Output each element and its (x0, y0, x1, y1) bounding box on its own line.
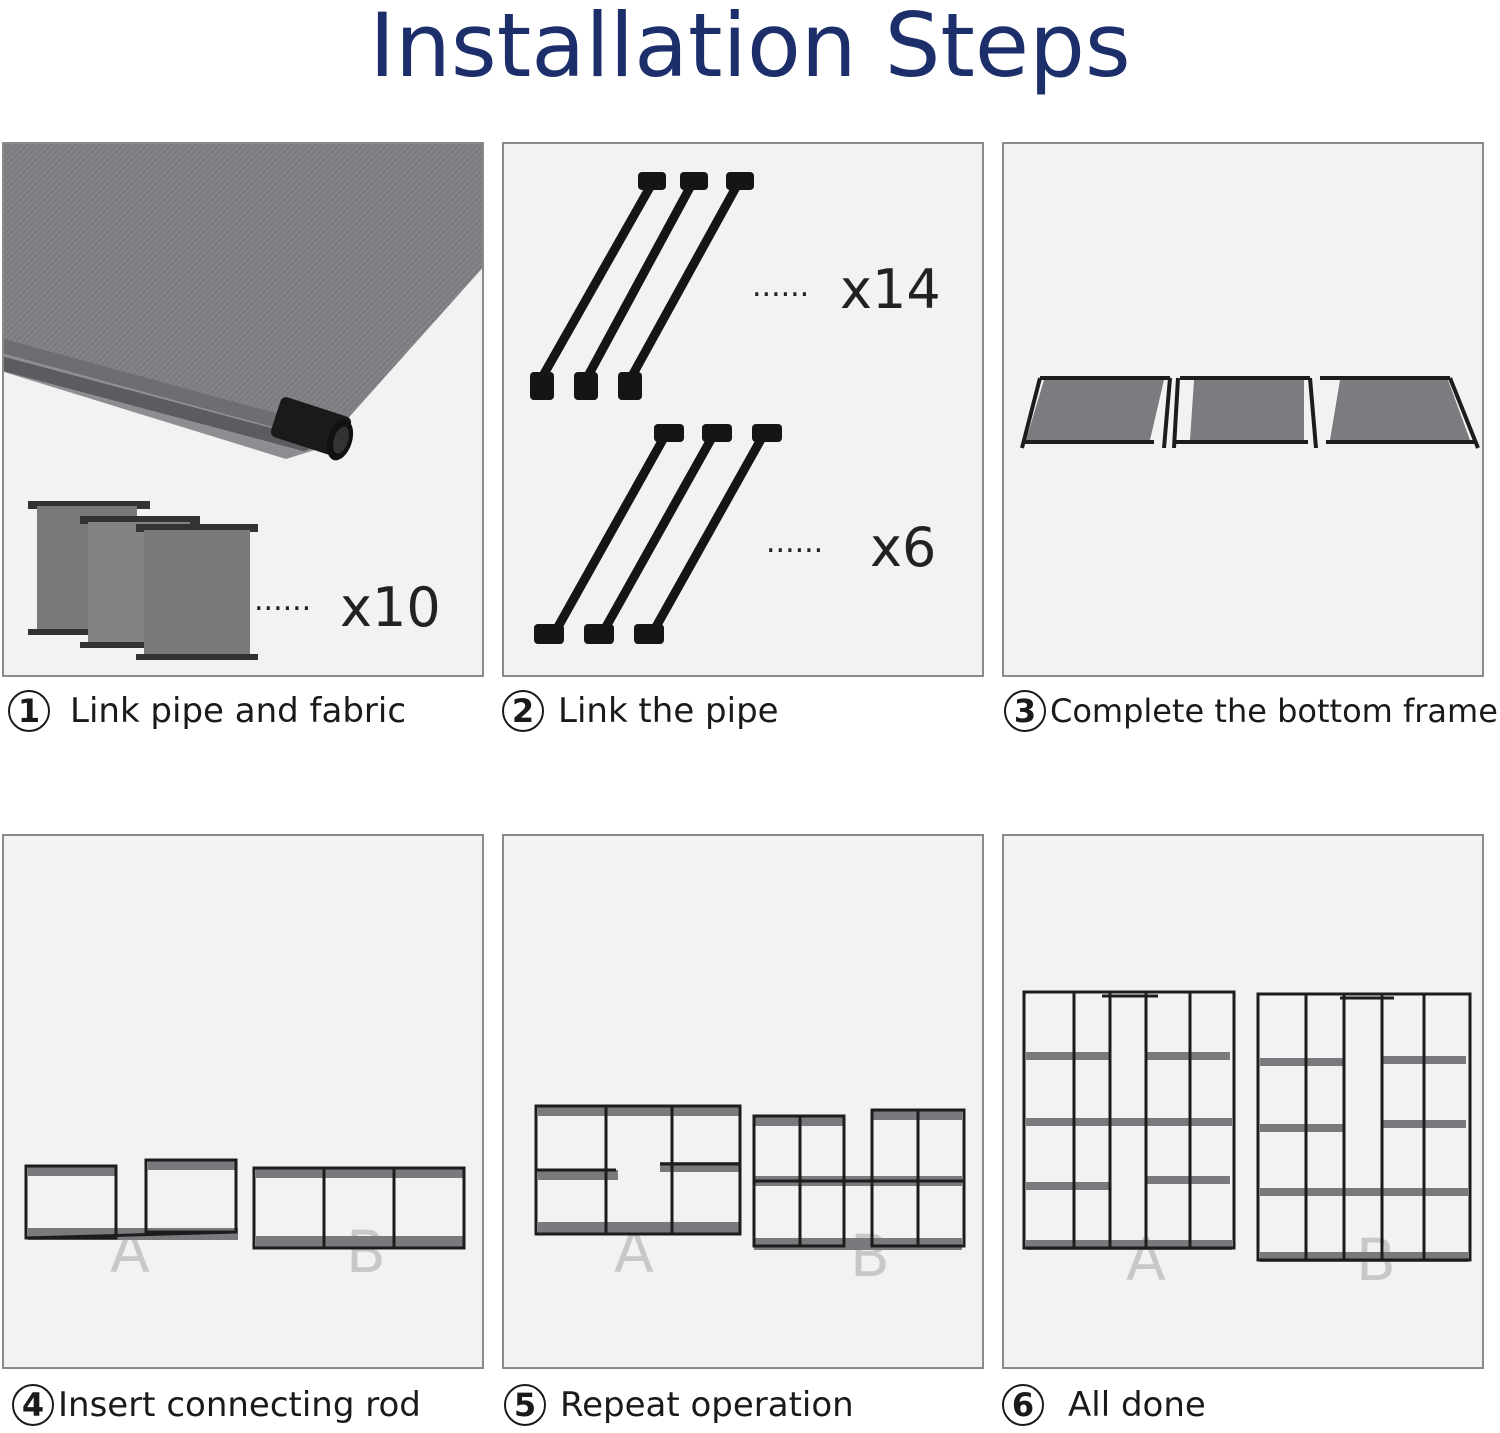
step-6-caption: 6 All done (1002, 1384, 1206, 1426)
fabric-panels-stack (28, 501, 258, 660)
short-pipes (549, 429, 769, 639)
step-1-panel: ...... x10 (2, 142, 484, 677)
long-pipes (539, 175, 745, 381)
step-2-illustration: ...... x14 ...... x6 (530, 172, 941, 644)
step-number: 5 (504, 1384, 546, 1426)
step-number: 4 (12, 1384, 54, 1426)
dots-leader: ...... (254, 583, 311, 618)
fabric-sheet (4, 144, 482, 434)
pipe-connectors-top (530, 172, 754, 400)
step-number: 6 (1002, 1384, 1044, 1426)
step-label: Insert connecting rod (58, 1385, 421, 1425)
step-3-panel (1002, 142, 1484, 677)
step-label: Link pipe and fabric (70, 691, 407, 731)
step-number: 1 (8, 690, 50, 732)
unit-b-label: B (850, 1222, 890, 1290)
step-3-caption: 3 Complete the bottom frame (1004, 690, 1498, 732)
step-2-quantity-b: x6 (870, 516, 936, 579)
step-1-caption: 1 Link pipe and fabric (8, 690, 406, 732)
step-label: Complete the bottom frame (1050, 692, 1498, 730)
step-number: 2 (502, 690, 544, 732)
pipe-connectors-bottom (534, 424, 782, 644)
step-5-caption: 5 Repeat operation (504, 1384, 854, 1426)
step-1-quantity: x10 (340, 576, 441, 639)
step-1-illustration: ...... x10 (4, 144, 482, 660)
pipe-end (270, 397, 354, 461)
step-4-panel: A B (2, 834, 484, 1369)
step-5-panel: A B (502, 834, 984, 1369)
step-label: All done (1068, 1385, 1206, 1425)
step-number: 3 (1004, 690, 1046, 732)
step-label: Repeat operation (560, 1385, 854, 1425)
step-2-quantity-a: x14 (840, 258, 941, 321)
svg-text:......: ...... (752, 269, 809, 304)
step-5-illustration: A B (534, 1104, 966, 1290)
step-label: Link the pipe (558, 691, 779, 731)
step-6-panel: A B (1002, 834, 1484, 1369)
step-3-illustration (1020, 376, 1480, 449)
svg-text:......: ...... (766, 525, 823, 560)
step-2-panel: ...... x14 ...... x6 (502, 142, 984, 677)
step-4-caption: 4 Insert connecting rod (12, 1384, 421, 1426)
bottom-frame (1020, 376, 1480, 449)
step-6-illustration: A B (1022, 990, 1472, 1294)
page-title: Installation Steps (369, 0, 1131, 97)
step-2-caption: 2 Link the pipe (502, 690, 779, 732)
unit-b-label: B (346, 1218, 386, 1286)
step-4-illustration: A B (24, 1158, 466, 1286)
